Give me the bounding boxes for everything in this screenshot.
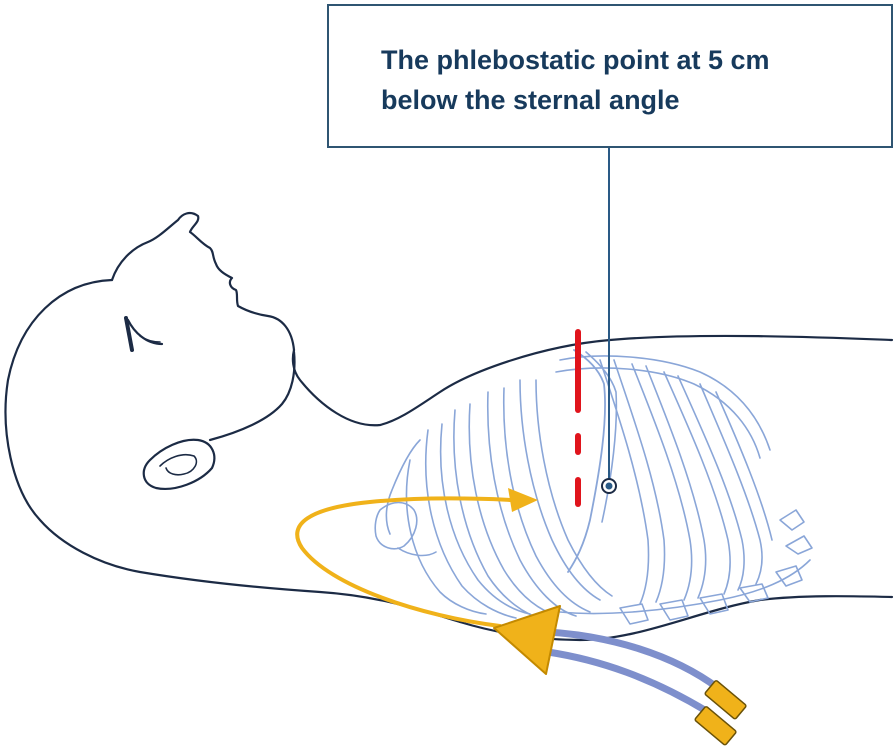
rib-3 xyxy=(486,391,577,617)
eye-lid xyxy=(126,318,164,346)
rib-4b xyxy=(468,403,559,617)
tube-connectors xyxy=(694,680,747,746)
circle-dot-center xyxy=(605,482,613,490)
arrow-head-icon xyxy=(508,488,538,512)
ear-inner xyxy=(159,453,198,476)
triangle-icon xyxy=(493,605,561,675)
tube-lower xyxy=(544,648,712,716)
rib-1 xyxy=(559,355,771,451)
spine-vertebra-5 xyxy=(775,565,803,587)
callout-text: The phlebostatic point at 5 cm below the… xyxy=(381,45,770,115)
rib-7 xyxy=(599,359,650,605)
spine-vertebra-6 xyxy=(779,509,805,531)
rib-2 xyxy=(519,379,601,601)
spine-vertebra-2 xyxy=(659,599,689,621)
leader xyxy=(601,148,617,494)
spine-vertebra-4 xyxy=(739,583,769,603)
rib-6 xyxy=(405,459,487,615)
head-back xyxy=(4,278,462,624)
rib-2b xyxy=(535,379,613,597)
shoulder-joint xyxy=(397,547,437,557)
clavicle xyxy=(385,439,421,535)
sternum xyxy=(567,349,606,573)
rib-8 xyxy=(631,363,693,601)
transducer-arrow xyxy=(295,488,538,628)
rib-10 xyxy=(699,383,763,585)
ribcage xyxy=(374,349,813,625)
rib-7b xyxy=(613,359,666,603)
face-profile xyxy=(110,211,296,352)
spine xyxy=(559,559,811,615)
eye-lash xyxy=(124,316,134,352)
spine-vertebra-1 xyxy=(619,603,649,625)
rib-9b xyxy=(677,375,745,591)
spine-vertebra-7 xyxy=(785,535,813,555)
rib-4 xyxy=(453,409,545,621)
connector-lower xyxy=(694,706,737,746)
rib-3b xyxy=(502,387,591,613)
rib-5b xyxy=(439,423,531,615)
rib-10b xyxy=(715,391,773,541)
spine-vertebra-3 xyxy=(699,593,729,615)
jaw-line xyxy=(208,350,296,442)
rib-9 xyxy=(663,371,731,595)
rib-5 xyxy=(425,429,517,619)
ear xyxy=(142,438,216,490)
scapula-edge xyxy=(374,501,418,550)
eye-lower xyxy=(139,335,161,343)
upper-body-contour xyxy=(291,334,894,427)
tubing xyxy=(544,628,722,716)
callout-box: The phlebostatic point at 5 cm below the… xyxy=(327,4,893,148)
connector-upper xyxy=(704,680,747,720)
rib-8b xyxy=(645,365,707,599)
tube-upper xyxy=(544,628,722,692)
rib-1b xyxy=(555,367,761,459)
arrow-curve xyxy=(295,496,514,628)
